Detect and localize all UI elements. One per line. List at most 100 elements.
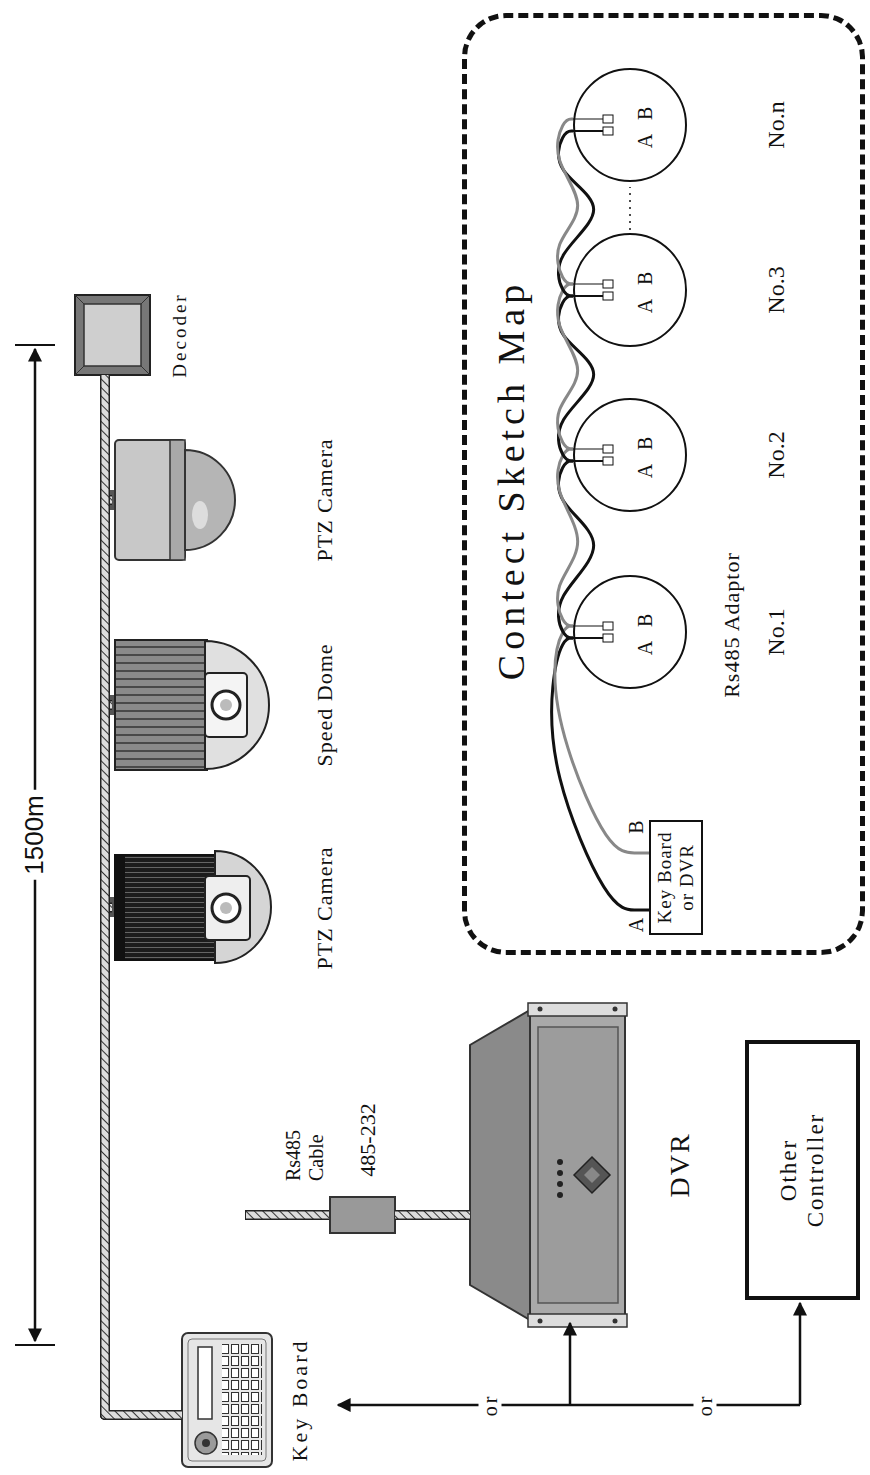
- rs485-cable: [246, 1212, 331, 1219]
- dvr-drawing: [470, 1003, 627, 1327]
- rs485-wire: [558, 449, 578, 626]
- dvr-drawing: [557, 1159, 563, 1165]
- pin-label: B: [625, 820, 648, 833]
- ptz-camera-drawing: [115, 855, 215, 960]
- ptz-camera: PTZ Camera: [112, 855, 272, 960]
- source-box: Key Board or DVR: [649, 820, 703, 935]
- decoder-drawing: [75, 295, 150, 375]
- keyboard-drawing: [188, 1339, 266, 1461]
- converter: 485-232: [330, 1197, 395, 1233]
- speed-dome-drawing: [212, 691, 240, 719]
- speed-dome-drawing: [205, 641, 269, 769]
- speed-dome-text: Speed Dome: [312, 643, 337, 766]
- connector: [105, 908, 182, 1416]
- dvr-drawing: [613, 1007, 618, 1012]
- rs485-cable: [330, 1197, 395, 1233]
- adaptor-terminals: [603, 445, 613, 453]
- source-box-text: Key Board or DVR: [654, 828, 698, 928]
- ptz-camera-text: PTZ Camera: [312, 438, 337, 561]
- adaptor-circle-text: A B: [634, 267, 657, 314]
- decoder-text: Decoder: [169, 292, 191, 377]
- choice-bracket: [799, 1303, 802, 1405]
- ptz-camera-drawing: [115, 855, 125, 960]
- dvr-drawing: [574, 1157, 610, 1193]
- adaptor-number: No.1: [763, 608, 791, 655]
- dome-camera-drawing: [103, 440, 235, 560]
- adaptor-terminals: [603, 457, 613, 465]
- decoder-drawing: [75, 295, 84, 304]
- cable-outline: [105, 375, 182, 1415]
- speed-dome-drawing: [115, 640, 207, 770]
- ptz-camera-drawing: [205, 876, 250, 940]
- pin-label: A: [625, 918, 648, 932]
- adaptor-terminals: [573, 460, 603, 462]
- keyboard-drawing: [182, 1333, 272, 1467]
- adaptor-terminals: [573, 625, 603, 627]
- adaptor-terminals: [603, 292, 613, 300]
- dome-camera-drawing: [185, 450, 235, 550]
- decoder-drawing: [141, 366, 150, 375]
- adaptor-terminals: [573, 295, 603, 297]
- adaptor-circle: A B: [573, 575, 687, 689]
- adaptor-terminals: [573, 118, 603, 120]
- speed-dome-drawing: [103, 640, 269, 770]
- dimension-line: [15, 1344, 55, 1346]
- cable-outline: [105, 500, 182, 1415]
- dvr-drawing: [613, 1319, 618, 1324]
- controller-box: Other Controller: [745, 1040, 860, 1300]
- dvr-drawing: [557, 1170, 563, 1176]
- keyboard: Key Board: [182, 1333, 272, 1467]
- ptz-camera-drawing: [212, 894, 240, 922]
- ptz-camera-drawing: [103, 851, 271, 963]
- connector: [558, 449, 594, 638]
- dvr-text: DVR: [664, 1132, 696, 1197]
- connector: [558, 119, 594, 296]
- dvr-drawing: [470, 1010, 530, 1320]
- adaptor-number: No.n: [763, 101, 791, 148]
- decoder-drawing: [75, 295, 150, 375]
- dvr-drawing: [584, 1167, 600, 1183]
- dvr-drawing: [538, 1007, 543, 1012]
- keyboard-drawing: [195, 1432, 217, 1454]
- cable-outline: [395, 1210, 470, 1220]
- adaptor-circle-text: A B: [634, 609, 657, 656]
- rs485-wire: [552, 638, 649, 910]
- sketch-map-region: Contect Sketch MapKey Board or DVR A B A B…: [462, 13, 865, 955]
- sketch-map-region-text: Contect Sketch Map: [490, 280, 534, 680]
- connector: [105, 375, 182, 1415]
- or-label: or: [694, 1389, 717, 1422]
- adaptor-terminals: [573, 130, 603, 132]
- cable: [105, 705, 182, 1415]
- cable: [105, 500, 182, 1415]
- dimension-label: 1500m: [20, 790, 50, 880]
- keyboard-drawing: [198, 1347, 212, 1419]
- speed-dome-drawing: [220, 699, 232, 711]
- adaptor-number: No.3: [763, 266, 791, 313]
- adaptor-terminals: [629, 187, 631, 230]
- choice-bracket: [569, 1323, 572, 1405]
- converter-text: 485-232: [355, 1103, 380, 1176]
- dimension-line: [15, 344, 55, 346]
- ptz-camera: PTZ Camera: [112, 440, 237, 560]
- rs485-cable: [245, 1197, 395, 1233]
- adaptor-terminals: [573, 448, 603, 450]
- adaptor-terminals: [603, 634, 613, 642]
- adaptor-terminals: [603, 115, 613, 123]
- connector: [395, 1215, 470, 1216]
- rs485-wire: [558, 284, 578, 449]
- speed-dome: Speed Dome: [112, 640, 272, 770]
- cable-outline: [105, 908, 182, 1416]
- keyboard-text: Key Board: [287, 1339, 312, 1462]
- adaptor-terminals: [573, 283, 603, 285]
- adaptor-circle: A B: [573, 398, 687, 512]
- controller-box-text: Other Controller: [776, 1095, 829, 1245]
- connector: [552, 626, 649, 910]
- rs485-wire: [558, 119, 578, 284]
- rs485-cable: [245, 1210, 331, 1220]
- adaptor-terminals: [603, 622, 613, 630]
- dvr-drawing: [528, 1003, 627, 1016]
- dome-camera-drawing: [115, 440, 185, 560]
- adaptor-circle: A B: [573, 233, 687, 347]
- connector: [105, 705, 182, 1415]
